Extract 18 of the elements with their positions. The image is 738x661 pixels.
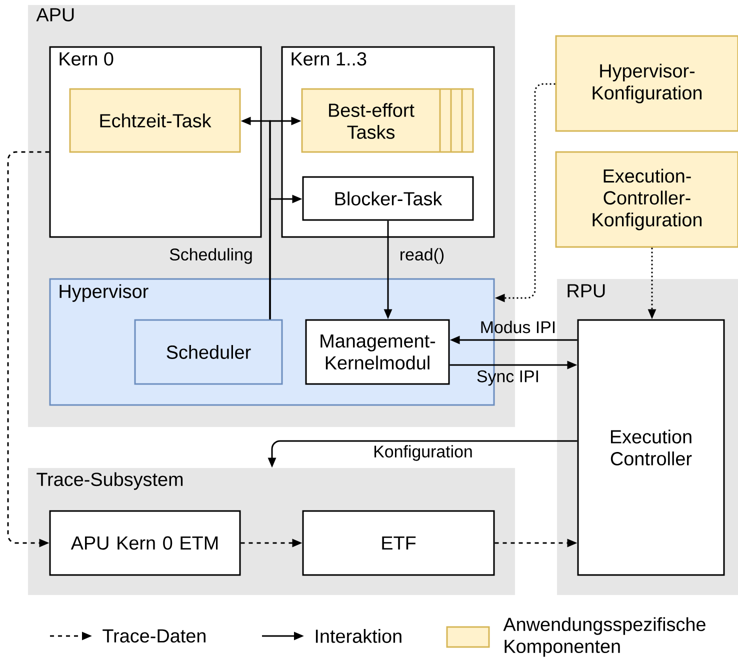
edge-label: Sync IPI bbox=[477, 370, 538, 386]
task-stack: Best-effort Tasks bbox=[301, 88, 474, 153]
config-box: Hypervisor-Konfiguration bbox=[555, 35, 738, 132]
task-box: Echtzeit-Task bbox=[69, 88, 241, 153]
etm-box: APU Kern 0 ETM bbox=[49, 510, 241, 576]
edge-label: Modus IPI bbox=[481, 320, 555, 334]
edge-label: Konfiguration bbox=[374, 445, 472, 461]
edge-label: Scheduling bbox=[170, 248, 252, 264]
legend-label: Trace-Daten bbox=[102, 629, 206, 643]
task-box: Blocker-Task bbox=[302, 176, 474, 221]
config-box: Execution-Controller-Konfiguration bbox=[555, 151, 738, 248]
legend-label: Anwendungsspezifische Komponenten bbox=[503, 617, 706, 657]
module-box: Management-Kernelmodul bbox=[305, 319, 450, 385]
scheduler-box: Scheduler bbox=[134, 319, 283, 385]
legend-label: Interaktion bbox=[316, 629, 402, 643]
edge-label: read() bbox=[400, 248, 444, 264]
controller-box: Execution Controller bbox=[577, 319, 725, 576]
etf-box: ETF bbox=[302, 510, 495, 576]
